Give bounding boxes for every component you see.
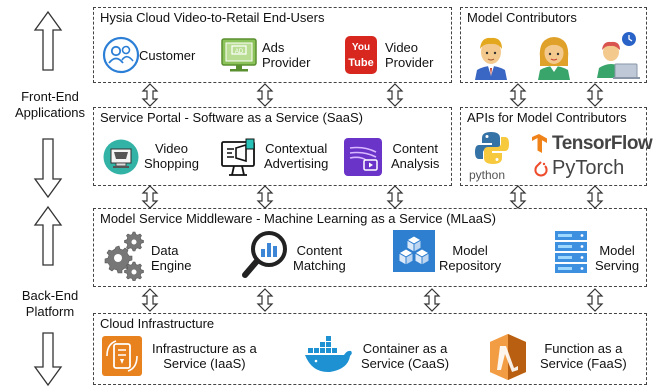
back-end-up-arrow — [33, 205, 63, 266]
lambda-function-icon — [490, 334, 526, 380]
model-contributors-box: Model Contributors — [460, 7, 647, 83]
service-portal-title: Service Portal - Software as a Service (… — [100, 110, 363, 125]
svg-text:AD: AD — [235, 49, 244, 55]
content-analysis-icon — [344, 138, 382, 176]
apis-title: APIs for Model Contributors — [467, 110, 627, 125]
python-label: python — [469, 168, 506, 182]
end-users-box: Hysia Cloud Video-to-Retail End-Users Cu… — [93, 7, 452, 83]
magnifier-chart-icon — [242, 231, 287, 278]
customer-label: Customer — [139, 48, 196, 63]
tensorflow-logo-icon — [532, 134, 547, 153]
gears-icon — [104, 231, 144, 281]
cloud-infrastructure-box: Cloud Infrastructure Infrastructure as a… — [93, 313, 647, 385]
tensorflow-label: TensorFlow — [552, 133, 653, 154]
youtube-icon: You Tube — [345, 36, 377, 74]
model-repository-label: Model Repository — [439, 243, 502, 273]
advertising-icon — [221, 138, 255, 176]
female-contributor-icon — [538, 37, 570, 80]
contextual-advertising-label: Contextual Advertising — [264, 141, 329, 171]
laptop-contributor-icon — [597, 32, 640, 79]
faas-label: Function as a Service (FaaS) — [540, 341, 627, 371]
arrows-row-2 — [142, 185, 603, 209]
front-end-down-arrow — [33, 138, 63, 199]
back-end-down-arrow — [33, 332, 63, 387]
caas-label: Container as a Service (CaaS) — [361, 341, 450, 371]
python-logo-icon — [475, 132, 509, 164]
server-stack-icon — [555, 231, 587, 273]
arrows-row-1 — [142, 83, 603, 107]
data-engine-label: Data Engine — [151, 243, 192, 273]
ads-provider-label: Ads Provider — [262, 40, 311, 70]
iaas-label: Infrastructure as a Service (IaaS) — [152, 341, 257, 371]
end-users-title: Hysia Cloud Video-to-Retail End-Users — [100, 10, 325, 25]
middleware-box: Model Service Middleware - Machine Learn… — [93, 208, 647, 287]
middleware-title: Model Service Middleware - Machine Learn… — [100, 211, 496, 226]
shopping-cart-icon — [103, 139, 139, 175]
front-end-up-arrow — [33, 10, 63, 71]
ad-screen-icon: AD — [221, 38, 257, 72]
svg-text:Tube: Tube — [348, 57, 373, 69]
cloud-infrastructure-title: Cloud Infrastructure — [100, 316, 215, 331]
customer-icon — [102, 36, 140, 74]
svg-text:You: You — [352, 42, 370, 53]
infrastructure-icon — [102, 336, 142, 376]
arrows-row-3 — [142, 288, 603, 312]
model-contributors-title: Model Contributors — [467, 10, 577, 25]
male-contributor-icon — [475, 37, 507, 80]
content-matching-label: Content Matching — [293, 243, 346, 273]
video-shopping-label: Video Shopping — [144, 141, 199, 171]
pytorch-logo-icon — [534, 161, 548, 177]
model-serving-label: Model Serving — [595, 243, 640, 273]
apis-box: APIs for Model Contributors python Tenso… — [460, 107, 653, 186]
pytorch-label: PyTorch — [552, 157, 625, 179]
docker-whale-icon — [305, 336, 352, 373]
video-provider-label: Video Provider — [385, 40, 434, 70]
content-analysis-label: Content Analysis — [391, 141, 440, 171]
repository-cubes-icon — [393, 230, 435, 272]
service-portal-box: Service Portal - Software as a Service (… — [93, 107, 452, 186]
